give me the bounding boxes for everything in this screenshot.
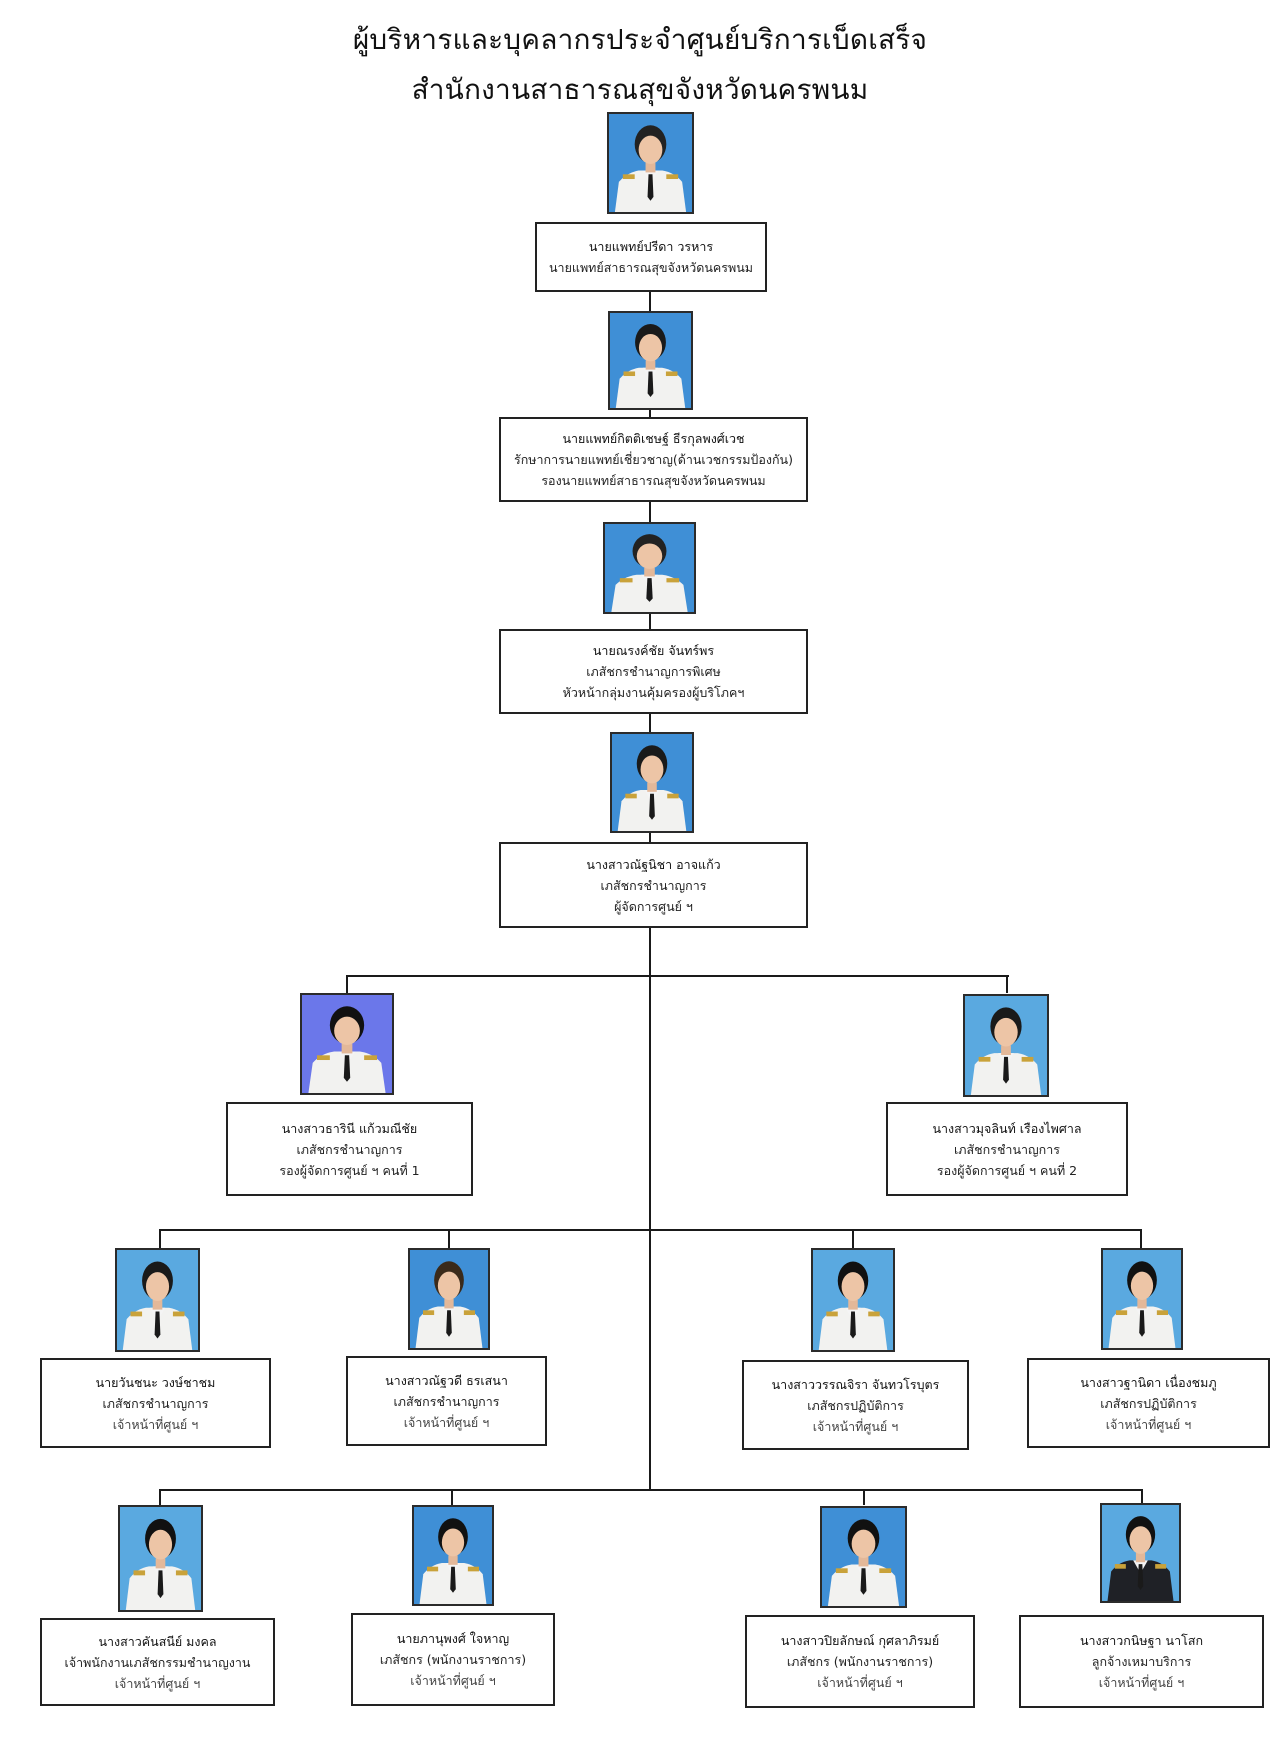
person-name: นายแพทย์ปรีดา วรหาร <box>588 239 714 254</box>
portrait-photo <box>610 732 694 833</box>
person-box: นางสาววรรณจิรา จันทวโรบุตร เภสัชกรปฏิบัต… <box>742 1360 969 1450</box>
person-box: นายแพทย์กิตติเชษฐ์ ธีรกุลพงศ์เวช รักษากา… <box>499 417 808 502</box>
portrait-image <box>414 1507 492 1604</box>
person-position: เภสัชกรชำนาญการ <box>600 877 707 893</box>
connector-row1-3 <box>852 1229 854 1248</box>
person-box: นายณรงค์ชัย จันทร์พร เภสัชกรชำนาญการพิเศ… <box>499 629 808 714</box>
connector-row1-1 <box>159 1229 161 1248</box>
person-role: รองนายแพทย์สาธารณสุขจังหวัดนครพนม <box>541 473 766 488</box>
person-position: เภสัชกรชำนาญการ <box>102 1395 209 1411</box>
person-position: เภสัชกรปฏิบัติการ <box>807 1397 904 1413</box>
person-box: นางสาวณัฐนิชา อาจแก้ว เภสัชกรชำนาญการ ผู… <box>499 842 808 928</box>
person-position: เภสัชกร (พนักงานราชการ) <box>786 1654 934 1669</box>
connector-row2-bar <box>160 1489 1142 1491</box>
person-role: เจ้าหน้าที่ศูนย์ ฯ <box>410 1673 496 1688</box>
portrait-photo <box>412 1505 494 1606</box>
person-position: เภสัชกร (พนักงานราชการ) <box>379 1652 527 1667</box>
portrait-photo <box>408 1248 490 1350</box>
person-position: เจ้าพนักงานเภสัชกรรมชำนาญงาน <box>64 1654 251 1670</box>
portrait-image <box>965 996 1047 1095</box>
portrait-image <box>609 114 692 212</box>
portrait-image <box>302 995 392 1093</box>
connector-row2-2 <box>451 1489 453 1505</box>
portrait-photo <box>115 1248 200 1352</box>
portrait-image <box>410 1250 488 1348</box>
person-box: นางสาวธารินี แก้วมณีชัย เภสัชกรชำนาญการ … <box>226 1102 473 1196</box>
person-position: รักษาการนายแพทย์เชี่ยวชาญ(ด้านเวชกรรมป้อ… <box>514 452 793 467</box>
person-position: เภสัชกรชำนาญการ <box>393 1393 500 1409</box>
person-box: นายภานุพงศ์ ใจหาญ เภสัชกร (พนักงานราชการ… <box>351 1613 555 1706</box>
connector-deputy-left <box>346 975 348 993</box>
portrait-image <box>605 524 694 612</box>
person-position: เภสัชกรชำนาญการ <box>296 1141 403 1157</box>
chart-subtitle: สำนักงานสาธารณสุขจังหวัดนครพนม <box>411 73 869 106</box>
person-name: นางสาวฐานิดา เนื่องชมภู <box>1080 1374 1217 1390</box>
person-role: เจ้าหน้าที่ศูนย์ ฯ <box>817 1675 903 1690</box>
portrait-photo <box>607 112 694 214</box>
person-role: เจ้าหน้าที่ศูนย์ ฯ <box>1105 1416 1192 1432</box>
person-name: นางสาววรรณจิรา จันทวโรบุตร <box>771 1376 940 1392</box>
person-role: รองผู้จัดการศูนย์ ฯ คนที่ 1 <box>279 1162 420 1178</box>
chart-title: ผู้บริหารและบุคลากรประจำศูนย์บริการเบ็ดเ… <box>352 23 928 56</box>
person-name: นางสาวกนิษฐา นาโสก <box>1079 1633 1204 1648</box>
person-role: หัวหน้ากลุ่มงานคุ้มครองผู้บริโภคฯ <box>562 685 745 700</box>
connector-deputy-right <box>1006 975 1008 993</box>
connector-row2-4 <box>1141 1489 1143 1503</box>
portrait-image <box>1102 1505 1179 1601</box>
person-position: เภสัชกรปฏิบัติการ <box>1100 1395 1197 1411</box>
person-name: นางสาวณัฐวดี ธรเสนา <box>385 1372 508 1388</box>
person-position: ลูกจ้างเหมาบริการ <box>1091 1654 1192 1669</box>
portrait-image <box>1103 1250 1181 1348</box>
portrait-photo <box>1101 1248 1183 1350</box>
person-role: เจ้าหน้าที่ศูนย์ ฯ <box>1098 1675 1185 1690</box>
person-role: เจ้าหน้าที่ศูนย์ ฯ <box>403 1414 490 1430</box>
person-position: เภสัชกรชำนาญการพิเศษ <box>586 664 721 679</box>
portrait-image <box>120 1507 201 1610</box>
person-name: นายณรงค์ชัย จันทร์พร <box>592 643 715 658</box>
portrait-photo <box>603 522 696 614</box>
person-box: นางสาวณัฐวดี ธรเสนา เภสัชกรชำนาญการ เจ้า… <box>346 1356 547 1446</box>
portrait-photo <box>820 1506 907 1608</box>
portrait-photo <box>963 994 1049 1097</box>
portrait-photo <box>811 1248 895 1352</box>
person-name: นางสาวปิยลักษณ์ กุศลาภิรมย์ <box>780 1633 940 1648</box>
portrait-image <box>813 1250 893 1350</box>
person-role: เจ้าหน้าที่ศูนย์ ฯ <box>812 1418 899 1434</box>
person-box: นางสาวกนิษฐา นาโสก ลูกจ้างเหมาบริการ เจ้… <box>1019 1615 1264 1708</box>
person-role: เจ้าหน้าที่ศูนย์ ฯ <box>112 1416 199 1432</box>
person-name: นางสาวคันสนีย์ มงคล <box>98 1633 217 1649</box>
portrait-image <box>117 1250 198 1350</box>
person-name: นายวันชนะ วงษ์ชาชม <box>95 1374 216 1390</box>
person-role: เจ้าหน้าที่ศูนย์ ฯ <box>114 1675 201 1691</box>
person-box: นางสาวปิยลักษณ์ กุศลาภิรมย์ เภสัชกร (พนั… <box>745 1615 975 1708</box>
connector-row2-3 <box>863 1489 865 1505</box>
portrait-image <box>822 1508 905 1606</box>
connector-row1-2 <box>448 1229 450 1248</box>
person-role: ผู้จัดการศูนย์ ฯ <box>614 898 693 914</box>
person-box: นายวันชนะ วงษ์ชาชม เภสัชกรชำนาญการ เจ้าห… <box>40 1358 271 1448</box>
person-box: นางสาวฐานิดา เนื่องชมภู เภสัชกรปฏิบัติกา… <box>1027 1358 1270 1448</box>
connector-deputies-bar <box>347 975 1009 977</box>
person-position: นายแพทย์สาธารณสุขจังหวัดนครพนม <box>549 260 753 275</box>
portrait-photo <box>300 993 394 1095</box>
person-name: นายภานุพงศ์ ใจหาญ <box>396 1631 510 1646</box>
connector-row2-1 <box>159 1489 161 1505</box>
person-name: นายแพทย์กิตติเชษฐ์ ธีรกุลพงศ์เวช <box>562 431 745 446</box>
connector-row1-4 <box>1140 1229 1142 1248</box>
person-name: นางสาวมุจลินท์ เรืองไพศาล <box>932 1120 1082 1136</box>
person-box: นางสาวคันสนีย์ มงคล เจ้าพนักงานเภสัชกรรม… <box>40 1618 275 1706</box>
person-name: นางสาวณัฐนิชา อาจแก้ว <box>586 856 721 872</box>
portrait-photo <box>608 311 693 410</box>
person-name: นางสาวธารินี แก้วมณีชัย <box>281 1120 418 1136</box>
portrait-image <box>612 734 692 831</box>
portrait-photo <box>118 1505 203 1612</box>
person-role: รองผู้จัดการศูนย์ ฯ คนที่ 2 <box>936 1162 1078 1178</box>
portrait-image <box>610 313 691 408</box>
person-box: นางสาวมุจลินท์ เรืองไพศาล เภสัชกรชำนาญกา… <box>886 1102 1128 1196</box>
portrait-photo <box>1100 1503 1181 1603</box>
person-box: นายแพทย์ปรีดา วรหาร นายแพทย์สาธารณสุขจัง… <box>535 222 767 292</box>
person-position: เภสัชกรชำนาญการ <box>954 1141 1060 1157</box>
connector-row1-bar <box>160 1229 1142 1231</box>
